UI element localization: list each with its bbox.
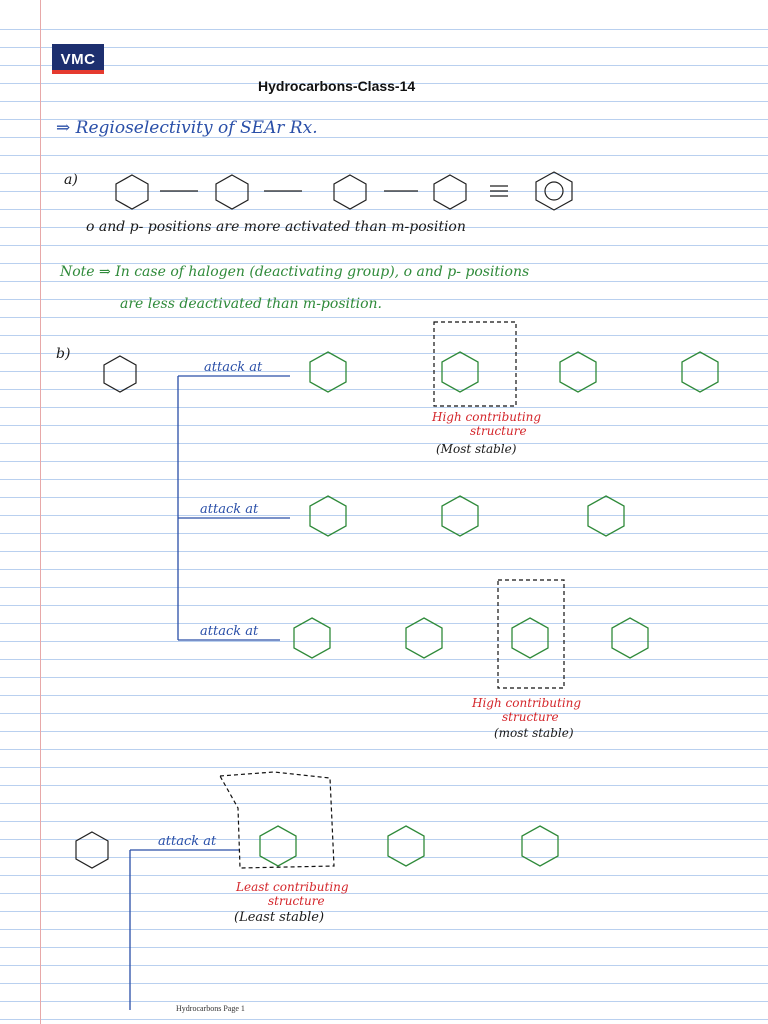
- attack-label-4: attack at: [158, 834, 217, 849]
- heading-regioselectivity: ⇒ Regioselectivity of SEAr Rx.: [56, 118, 318, 138]
- structures-attack-3: [293, 617, 649, 659]
- note-halogen-cont: are less deactivated than m-position.: [120, 296, 382, 312]
- attack-label-2: attack at: [200, 502, 259, 517]
- most-stable-1: (Most stable): [436, 442, 517, 456]
- least-stable: (Least stable): [234, 910, 325, 925]
- branch-arrows: [129, 375, 290, 1010]
- high-contributing-2b: structure: [502, 710, 559, 724]
- resonance-row-a: [115, 171, 573, 211]
- structures-attack-2: [309, 495, 625, 537]
- highlight-boxes: [219, 321, 565, 869]
- label-part-a: a): [64, 172, 78, 188]
- vmc-logo: VMC: [52, 44, 104, 74]
- most-stable-2: (most stable): [494, 726, 574, 740]
- margin-line: [40, 0, 41, 1024]
- note-halogen: Note ⇒ In case of halogen (deactivating …: [60, 264, 530, 280]
- footer-page-label: Hydrocarbons Page 1: [176, 1004, 245, 1013]
- high-contributing-1: High contributing: [432, 410, 542, 424]
- structures-nitro: [259, 825, 559, 867]
- page-title: Hydrocarbons-Class-14: [258, 78, 416, 94]
- statement-op-activated: o and p- positions are more activated th…: [86, 219, 466, 235]
- least-contributing-b: structure: [268, 894, 325, 908]
- structures-attack-1: [309, 351, 719, 393]
- attack-label-1: attack at: [204, 360, 263, 375]
- label-part-b: b): [56, 346, 71, 362]
- attack-label-3: attack at: [200, 624, 259, 639]
- starting-benzenes: [75, 355, 137, 869]
- high-contributing-1b: structure: [470, 424, 527, 438]
- least-contributing: Least contributing: [236, 880, 349, 894]
- high-contributing-2: High contributing: [472, 696, 582, 710]
